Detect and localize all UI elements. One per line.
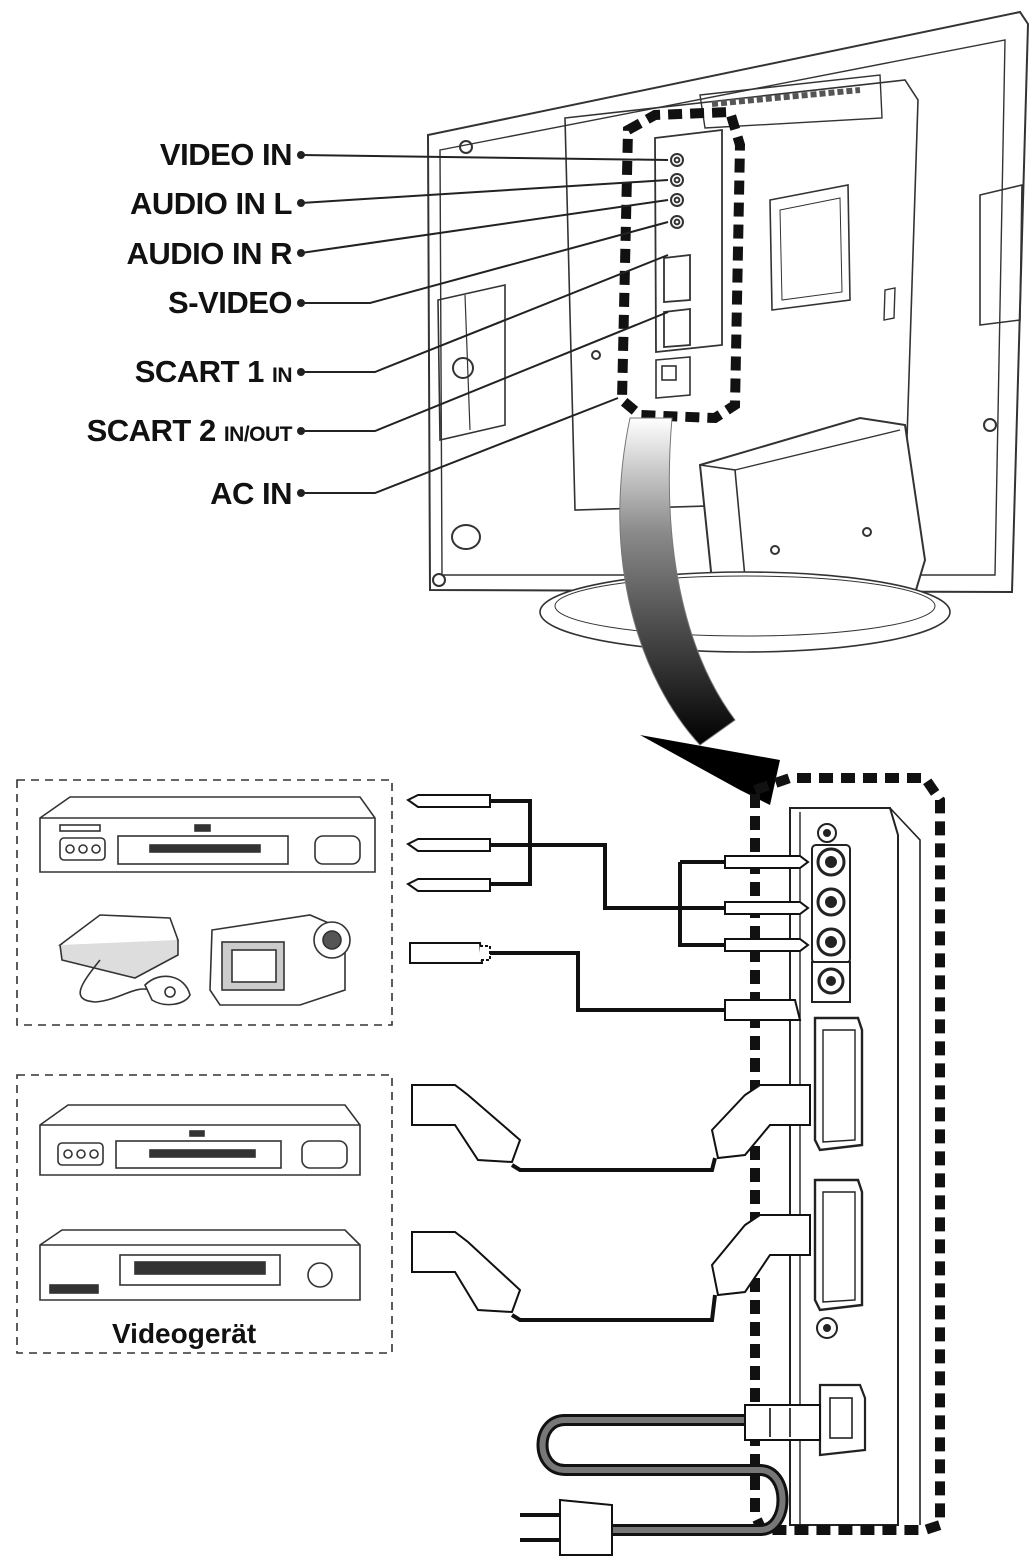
dvd-player-2-illustration: [39, 1104, 361, 1176]
cables: [406, 794, 821, 1556]
label-audio-in-r-text: AUDIO IN R: [126, 236, 293, 271]
dvd-player-illustration: [39, 796, 376, 873]
connector-panel-detail: [750, 773, 945, 1535]
label-s-video-text: S-VIDEO: [168, 285, 292, 320]
label-ac-in-text: AC IN: [210, 476, 292, 511]
label-audio-in-l-text: AUDIO IN L: [129, 186, 293, 221]
power-plug: [520, 1404, 821, 1556]
curved-arrow: [619, 417, 780, 805]
label-scart-2-in-out: SCART 2 IN/OUT: [86, 413, 293, 448]
label-s-video: S-VIDEO: [168, 287, 292, 318]
caption-videogeraet: Videogerät: [112, 1318, 257, 1349]
label-scart-1-text: SCART 1: [134, 354, 265, 389]
label-ac-in: AC IN: [210, 478, 292, 509]
label-audio-in-l: AUDIO IN L: [129, 186, 293, 221]
rca-plugs-left: [406, 794, 491, 964]
label-video-in: VIDEO IN: [159, 137, 293, 172]
scart-plugs: [411, 1084, 811, 1314]
label-scart-1-sub: IN: [272, 364, 293, 387]
leader-lines: [297, 151, 669, 497]
vcr-illustration: [39, 1229, 361, 1301]
scart-2-socket: [813, 1178, 864, 1312]
rca-jacks: [811, 823, 851, 964]
scart-1-socket: [813, 1016, 864, 1152]
label-scart-2-sub: IN/OUT: [223, 423, 293, 446]
device-group-scart: [16, 1074, 393, 1354]
label-scart-2-text: SCART 2: [86, 413, 217, 448]
rca-plugs-right: [724, 855, 810, 1021]
game-console-illustration: [58, 914, 191, 1006]
s-video-jack: [811, 961, 851, 1003]
ac-in-socket: [818, 1383, 867, 1457]
camcorder-illustration: [209, 914, 351, 1006]
monitor-rear-illustration: [426, 10, 1030, 653]
device-group-av: [16, 779, 393, 1026]
label-scart-1-in: SCART 1 IN: [134, 354, 293, 389]
label-video-in-text: VIDEO IN: [159, 137, 293, 172]
label-audio-in-r: AUDIO IN R: [127, 238, 293, 269]
